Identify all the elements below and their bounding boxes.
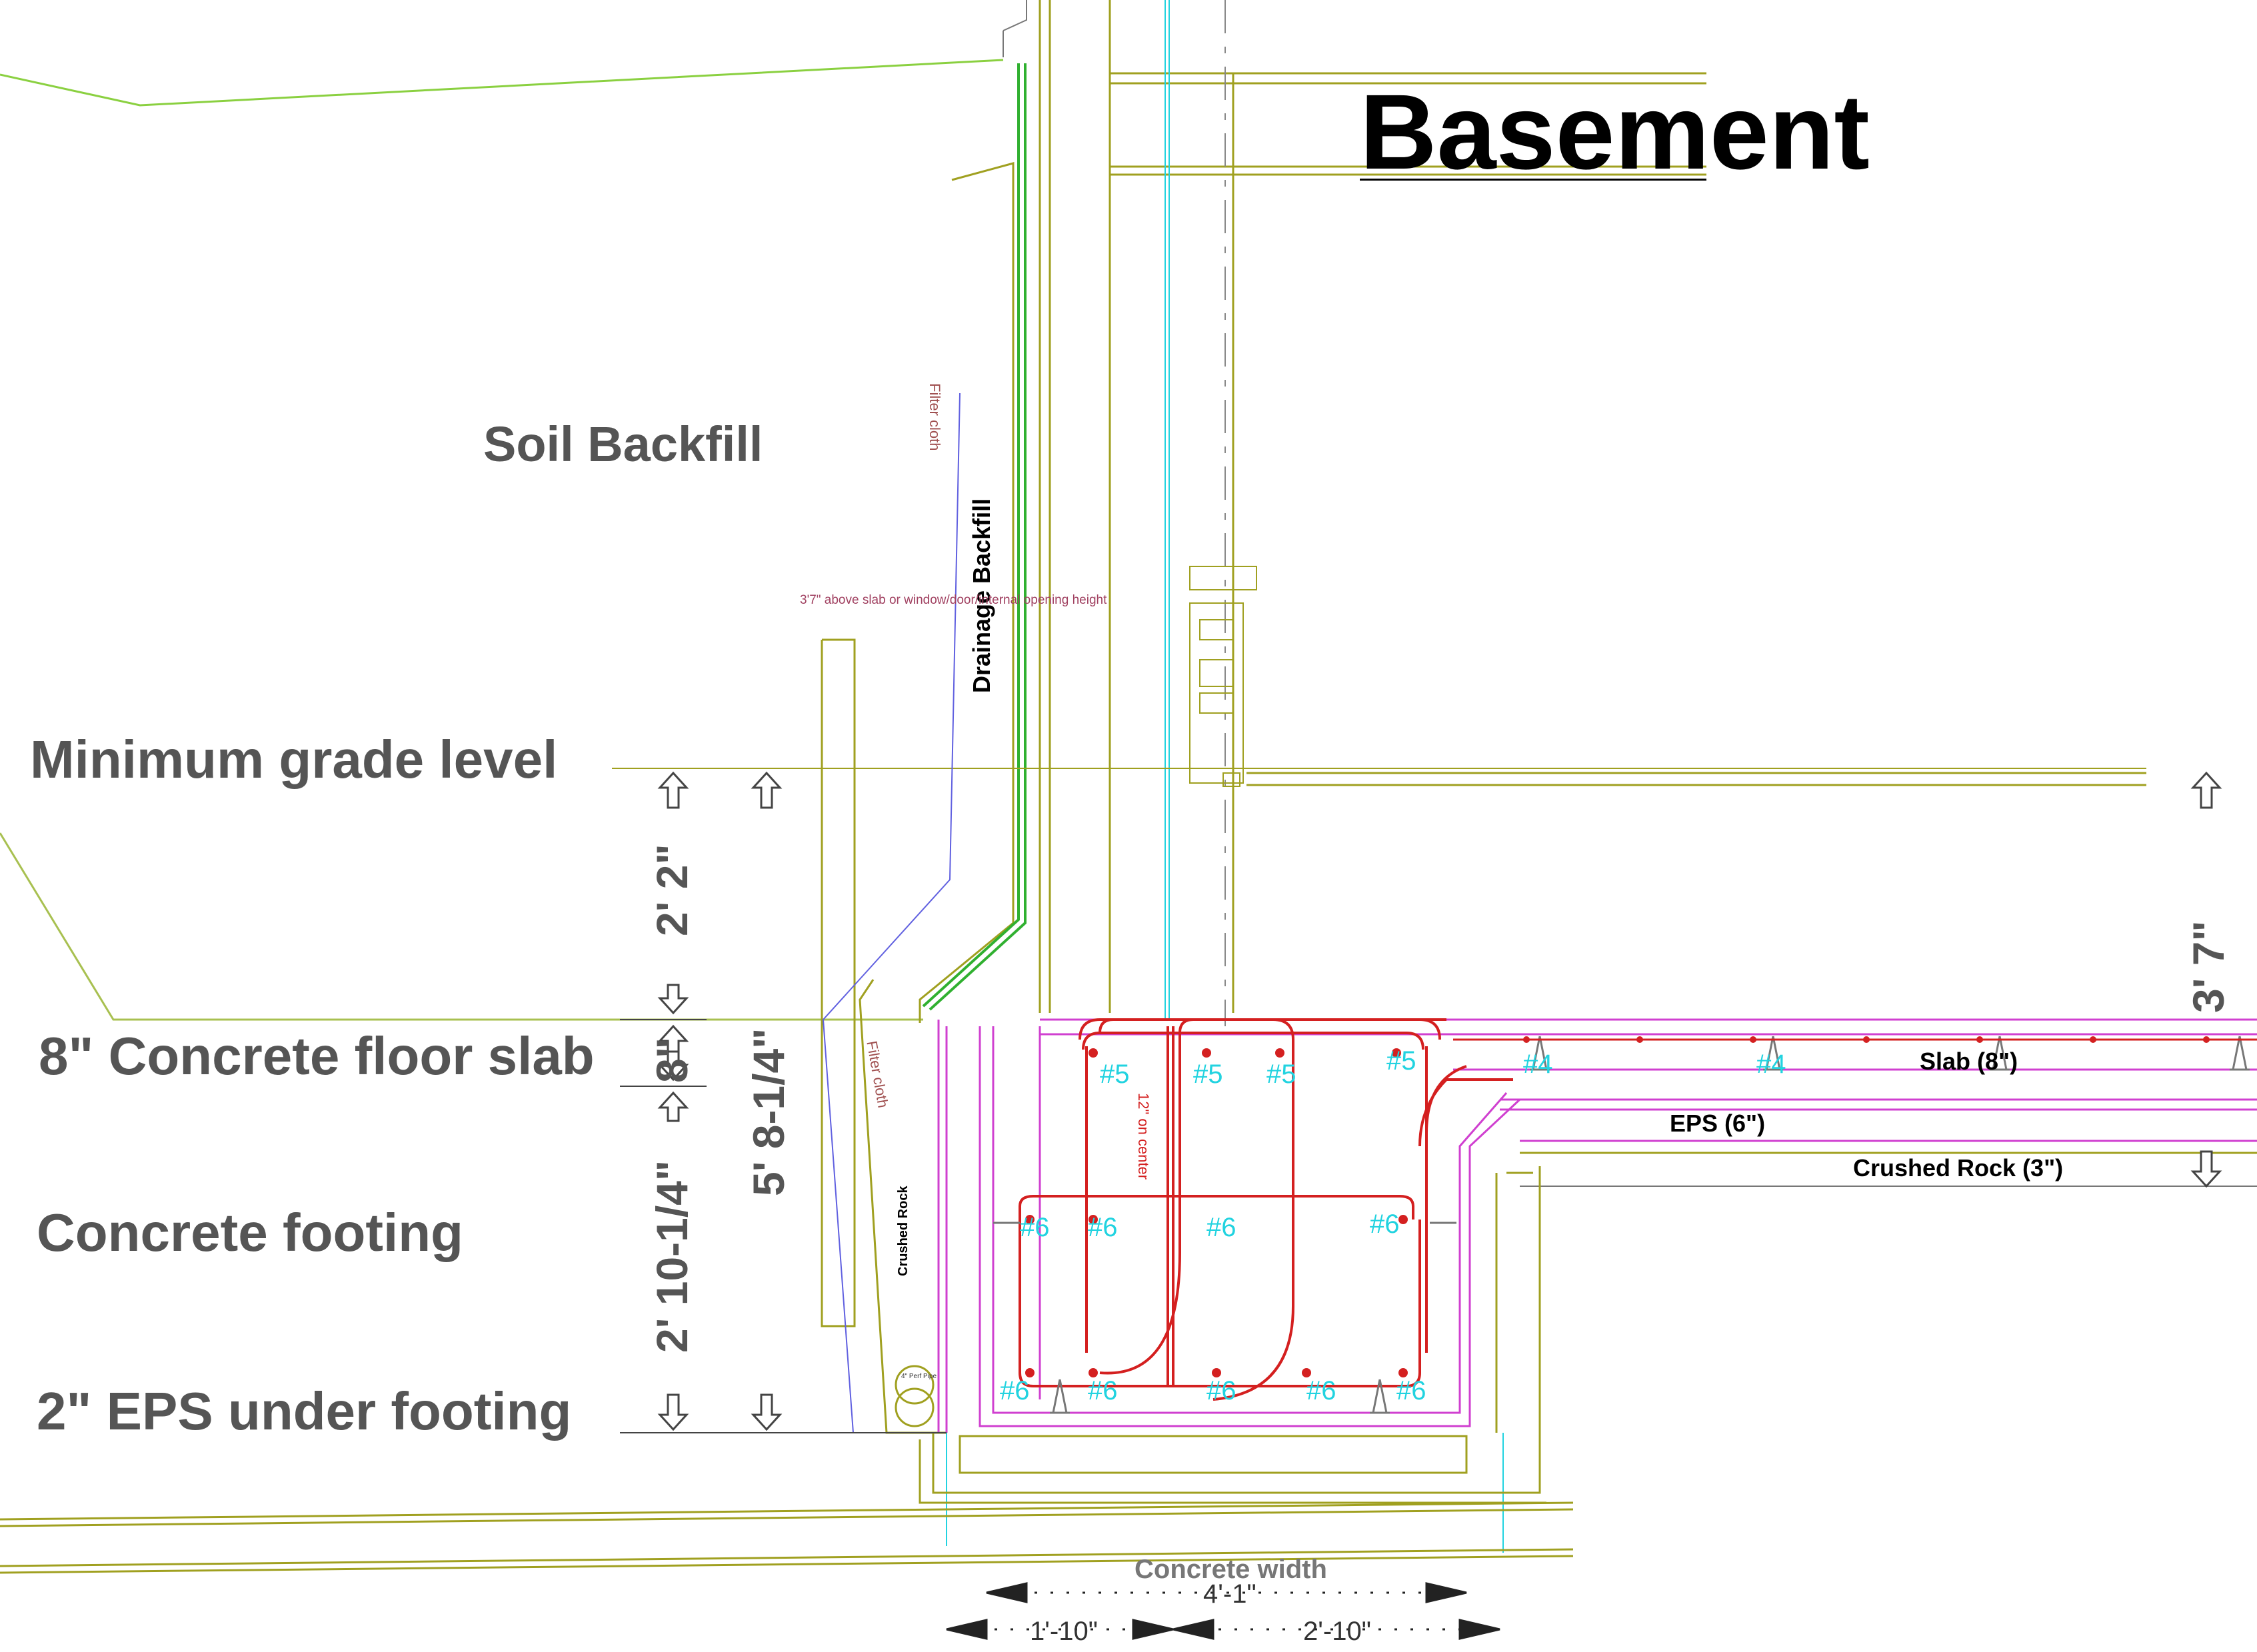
page-title: Basement bbox=[1360, 72, 1870, 191]
bar-label-6c: #6 bbox=[1206, 1213, 1236, 1242]
concrete-width-label: Concrete width bbox=[1134, 1555, 1327, 1584]
bar-label-6g: #6 bbox=[1206, 1376, 1236, 1405]
dimension-2-10-1-4: 2' 10-1/4" bbox=[647, 1160, 697, 1353]
bar-label-6e: #6 bbox=[1000, 1376, 1030, 1405]
eps-6-label: EPS (6") bbox=[1670, 1110, 1766, 1137]
rebar-chairs bbox=[993, 1036, 2250, 1414]
floor-slab-label: 8" Concrete floor slab bbox=[39, 1026, 595, 1086]
window-sill bbox=[1189, 566, 1257, 787]
footing-formwork bbox=[937, 1020, 1521, 1433]
slab-layers bbox=[1040, 1018, 2257, 1187]
slab-8-label: Slab (8") bbox=[1920, 1048, 2018, 1075]
bar-label-6i: #6 bbox=[1396, 1376, 1426, 1405]
bar-label-5b: #5 bbox=[1193, 1060, 1223, 1089]
natural-grade-slope bbox=[0, 832, 923, 1021]
soil-backfill-label: Soil Backfill bbox=[483, 416, 763, 472]
concrete-footing-label: Concrete footing bbox=[37, 1203, 463, 1262]
center-lines bbox=[946, 0, 1504, 1553]
rebar-dots bbox=[1025, 1048, 1408, 1377]
drainage-board bbox=[922, 63, 1027, 1011]
dimension-arrows bbox=[657, 771, 2222, 1431]
bar-label-6f: #6 bbox=[1088, 1376, 1118, 1405]
dimension-5-8-1-4: 5' 8-1/4" bbox=[744, 1028, 793, 1196]
bar-label-6d: #6 bbox=[1370, 1210, 1400, 1239]
minimum-grade-label: Minimum grade level bbox=[30, 730, 558, 789]
perf-pipe bbox=[895, 1365, 935, 1427]
width-dimensions bbox=[946, 1582, 1500, 1640]
bar-label-5a: #5 bbox=[1100, 1060, 1130, 1089]
dimension-2-10: 2'-10" bbox=[1303, 1617, 1371, 1646]
bar-label-6a: #6 bbox=[1020, 1213, 1050, 1242]
bar-label-5d: #5 bbox=[1386, 1046, 1416, 1076]
bar-label-6b: #6 bbox=[1088, 1213, 1118, 1242]
dimension-1-10: 1'-10" bbox=[1030, 1617, 1098, 1646]
rebar-spacing-label: 12" on center bbox=[1135, 1093, 1152, 1180]
eps-under-footing-label: 2" EPS under footing bbox=[37, 1381, 572, 1441]
title-underline bbox=[1360, 179, 1706, 181]
bar-label-4b: #4 bbox=[1756, 1050, 1786, 1079]
filter-cloth-upper-label: Filter cloth bbox=[927, 383, 943, 451]
dimension-8in: 8" bbox=[647, 1038, 697, 1083]
dimension-4-1: 4'-1" bbox=[1203, 1579, 1256, 1609]
crushed-rock-3-label: Crushed Rock (3") bbox=[1853, 1154, 2064, 1182]
soil-surface bbox=[0, 59, 1004, 107]
opening-note: 3'7" above slab or window/door/internal … bbox=[800, 593, 1107, 607]
perf-pipe-label: 4" Perf Pipe bbox=[901, 1373, 937, 1380]
bar-label-4a: #4 bbox=[1523, 1050, 1553, 1079]
crushed-rock-vertical-label: Crushed Rock bbox=[896, 1186, 911, 1276]
dimension-2-2: 2' 2" bbox=[647, 844, 697, 936]
rebar-cage bbox=[1019, 1018, 1513, 1401]
bar-label-5c: #5 bbox=[1266, 1060, 1296, 1089]
dimension-3-7: 3' 7" bbox=[2184, 920, 2233, 1013]
bar-label-6h: #6 bbox=[1306, 1376, 1336, 1405]
footing-base bbox=[0, 1166, 1574, 1574]
